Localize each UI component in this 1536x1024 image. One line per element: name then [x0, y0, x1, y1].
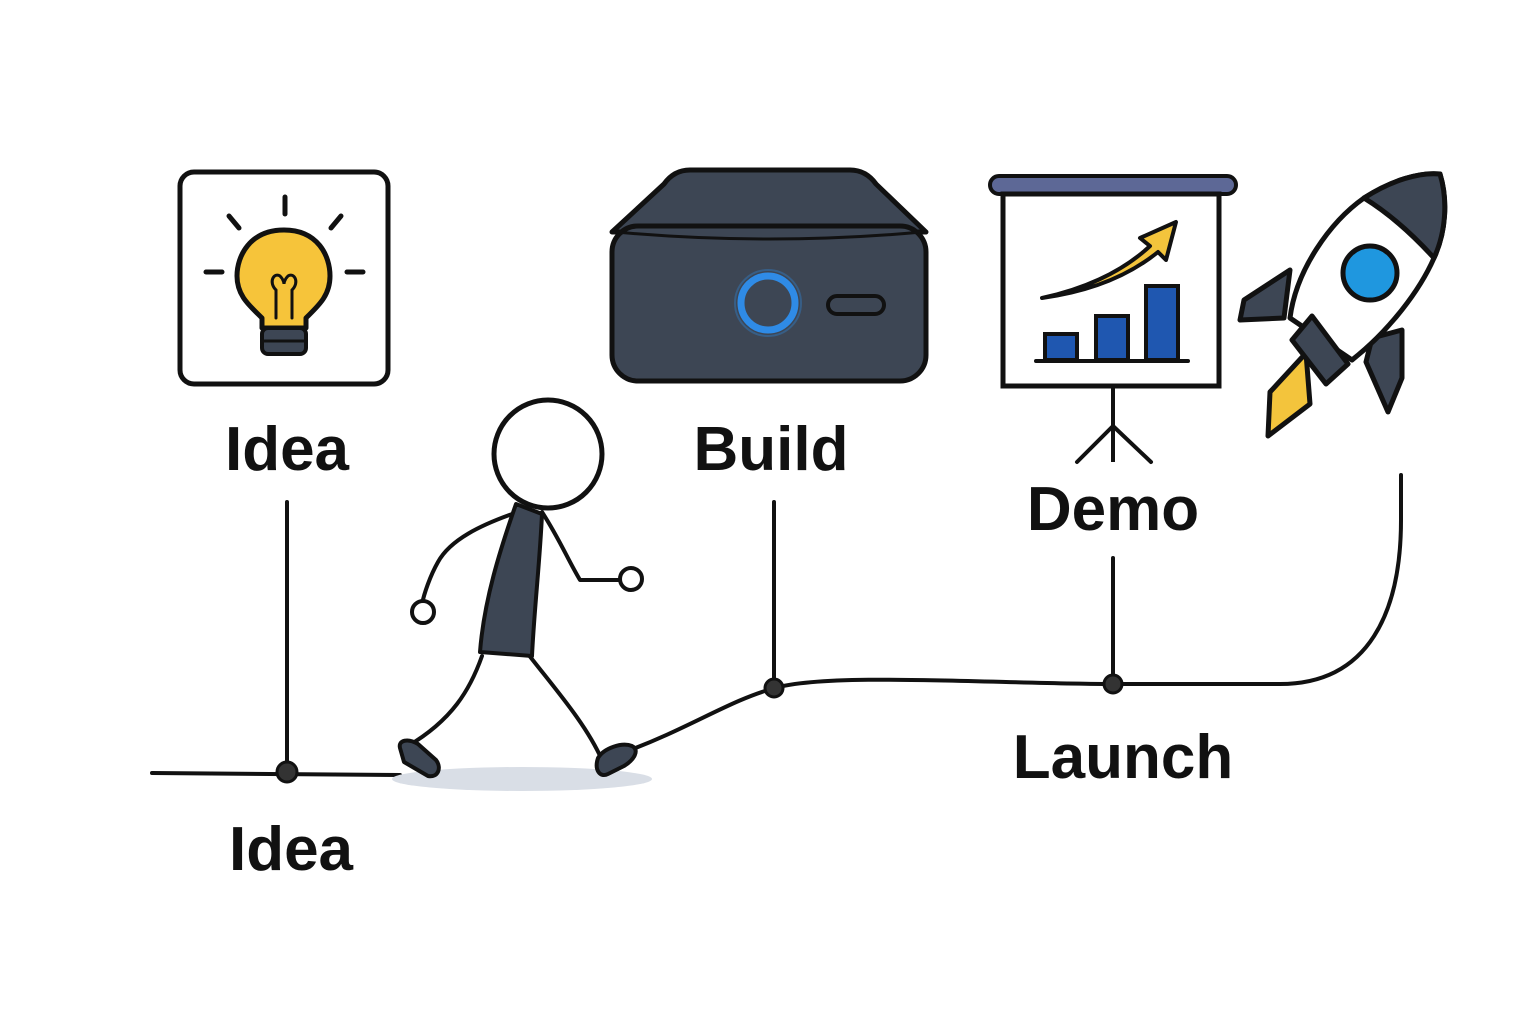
power-button-icon [737, 272, 799, 334]
presentation-chart-icon [988, 174, 1238, 464]
label-idea-bottom: Idea [229, 815, 354, 884]
server-box-icon [609, 167, 929, 384]
demo-node [1102, 673, 1124, 695]
label-build: Build [694, 415, 849, 484]
label-launch: Launch [1013, 723, 1233, 792]
stick-figure-icon [392, 397, 652, 791]
figure-shadow [392, 767, 652, 791]
idea-node [275, 760, 299, 784]
lightbulb-icon [177, 169, 391, 387]
rocket-icon [1237, 171, 1448, 439]
label-demo: Demo [1027, 475, 1199, 544]
build-node [763, 677, 785, 699]
label-idea-top: Idea [225, 415, 350, 484]
figure-head [491, 397, 605, 511]
timeline-curve [623, 473, 1403, 754]
